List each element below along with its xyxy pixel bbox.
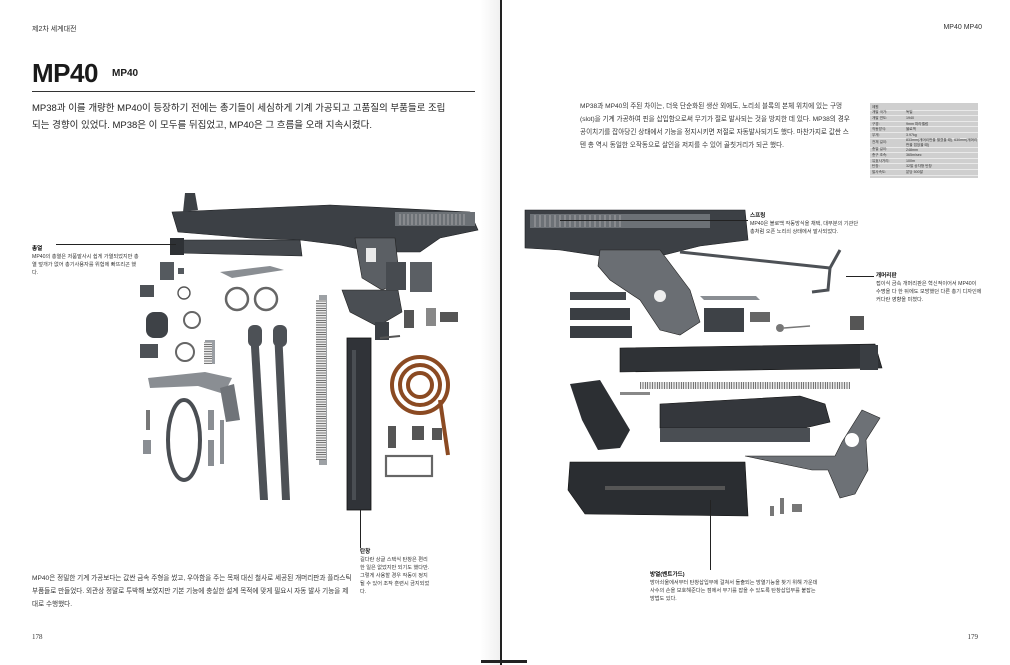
spec-value: 100m [906, 159, 915, 164]
right-running-head: MP40 MP40 [943, 24, 982, 31]
grip-leader-line [710, 500, 711, 570]
spec-key: 유효사거리: [872, 158, 890, 163]
callout-barrel-title: 총열 [32, 246, 43, 252]
spec-key: 총열 길이: [872, 147, 888, 152]
spec-key: 개발 연도: [872, 115, 888, 120]
right-page-number: 179 [967, 633, 979, 641]
spec-value: 32발 상자형 탄창 [906, 164, 932, 169]
spec-value: 833mm(개머리판을 펼쳤을 때), 630mm(개머리판을 접었을 때) [906, 137, 978, 147]
spec-row: 개발 연도: 1940 [870, 116, 978, 122]
callout-magazine-title: 탄창 [360, 549, 371, 555]
callout-grip: 방열(벤트가드) 방아쇠울에서부터 탄창삽입부에 걸쳐서 돌출되는 방열기능을 … [650, 571, 820, 603]
callout-folding-title: 개머리판 [876, 273, 897, 279]
spec-value: 365m/sec [906, 153, 922, 158]
spec-row: 작동방식: 블로백 [870, 127, 978, 133]
callout-grip-title: 방열(벤트가드) [650, 572, 685, 578]
stock-leader-line [560, 220, 748, 221]
page-title: MP40 [32, 58, 98, 88]
bottom-tab-mark [481, 660, 527, 663]
spec-value: 1940 [906, 116, 914, 121]
gutter-shadow [480, 0, 500, 665]
small-spring [204, 342, 212, 364]
spec-key: 발사속도: [872, 169, 887, 174]
spec-row: 전체 길이: 833mm(개머리판을 펼쳤을 때), 630mm(개머리판을 접었… [870, 137, 978, 148]
receiver-illustration [140, 193, 479, 511]
right-body-paragraph: MP38과 MP40의 주된 차이는, 더욱 단순화된 생산 외에도, 노리쇠 … [580, 103, 850, 149]
recoil-spring [316, 300, 326, 460]
spec-value: 독일 [906, 110, 913, 115]
spec-key: 총구 초속: [872, 152, 888, 157]
spec-table-title: 제원 [872, 104, 879, 109]
title-rule [32, 91, 475, 92]
spec-key: 탄창: [872, 164, 880, 169]
folding-leader-line [846, 276, 874, 277]
spec-row: 발사속도: 분당 500발 [870, 170, 978, 176]
spec-value: 9mm 파라벨럼 [906, 121, 929, 126]
spec-row: 유효사거리: 100m [870, 159, 978, 165]
spec-key: 작동방식: [872, 127, 887, 132]
spec-key: 무게: [872, 132, 880, 137]
spec-table: 제원 개발 국가: 독일 개발 연도: 1940 구경: 9mm 파라벨럼 작동방식:… [870, 103, 978, 178]
spec-value: 분당 500발 [906, 169, 923, 174]
callout-stock: 스프링 MP40은 블로백 작동방식을 채택, 대부분의 기관단총처럼 오픈 노… [750, 212, 862, 236]
callout-stock-title: 스프링 [750, 213, 766, 219]
spec-key: 구경: [872, 121, 880, 126]
firing-pin-spring [640, 382, 850, 389]
spec-value: 248mm [906, 147, 918, 152]
callout-grip-text: 방아쇠울에서부터 탄창삽입부에 걸쳐서 돌출되는 방열기능을 찾기 위해 가운데… [650, 580, 818, 602]
left-running-head: 제2차 세계대전 [32, 26, 77, 33]
callout-folding-stock: 개머리판 접이식 금속 개머리판은 혁신적이어서 MP40이 수명을 다 한 뒤… [876, 272, 982, 304]
spec-key: 개발 국가: [872, 110, 888, 115]
callout-barrel-text: MP40의 총열은 저품발사시 쉽게 가열되었지만 총열 덮개가 없어 총기사용… [32, 254, 139, 276]
spec-row: 총구 초속: 365m/sec [870, 153, 978, 159]
callout-stock-text: MP40은 블로백 작동방식을 채택, 대부분의 기관단총처럼 오픈 노리쇠 상… [750, 221, 859, 235]
callout-barrel: 총열 MP40의 총열은 저품발사시 쉽게 가열되었지만 총열 덮개가 없어 총… [32, 245, 142, 277]
spec-row: 개발 국가: 독일 [870, 110, 978, 117]
spec-row: 탄창: 32발 상자형 탄창 [870, 164, 978, 170]
spec-value: 블로백 [906, 127, 916, 132]
intro-paragraph: MP38과 이를 개량한 MP40이 등장하기 전에는 총기들이 세심하게 기계… [32, 103, 446, 131]
spec-row: 무게: 3.97kg [870, 133, 978, 139]
spec-key: 전체 길이: [872, 140, 888, 145]
book-gutter [500, 0, 502, 665]
callout-folding-text: 접이식 금속 개머리판은 혁신적이어서 MP40이 수명을 다 한 뒤에도 모방… [876, 281, 982, 303]
assembly-illustration [524, 209, 883, 517]
spec-table-title-row: 제원 [870, 105, 978, 111]
magazine-leader-line [360, 510, 361, 548]
barrel-leader-line [56, 244, 176, 245]
callout-magazine: 탄창 길다란 상글 스택식 탄창은 편리한 일은 없었지만 되기도 했다만. 그… [360, 548, 432, 596]
callout-magazine-text: 길다란 상글 스택식 탄창은 편리한 일은 없었지만 되기도 했다만. 그렇게 … [360, 557, 430, 595]
spec-row: 구경: 9mm 파라벨럼 [870, 122, 978, 128]
spec-row: 총열 길이: 248mm [870, 147, 978, 154]
left-page-number: 178 [32, 633, 43, 641]
page-subtitle: MP40 [112, 68, 139, 79]
spec-value: 3.97kg [906, 133, 917, 138]
left-body-paragraph: MP40은 정밀한 기계 가공보다는 값싼 금속 주형을 썼고, 우아함을 주는… [32, 575, 352, 608]
